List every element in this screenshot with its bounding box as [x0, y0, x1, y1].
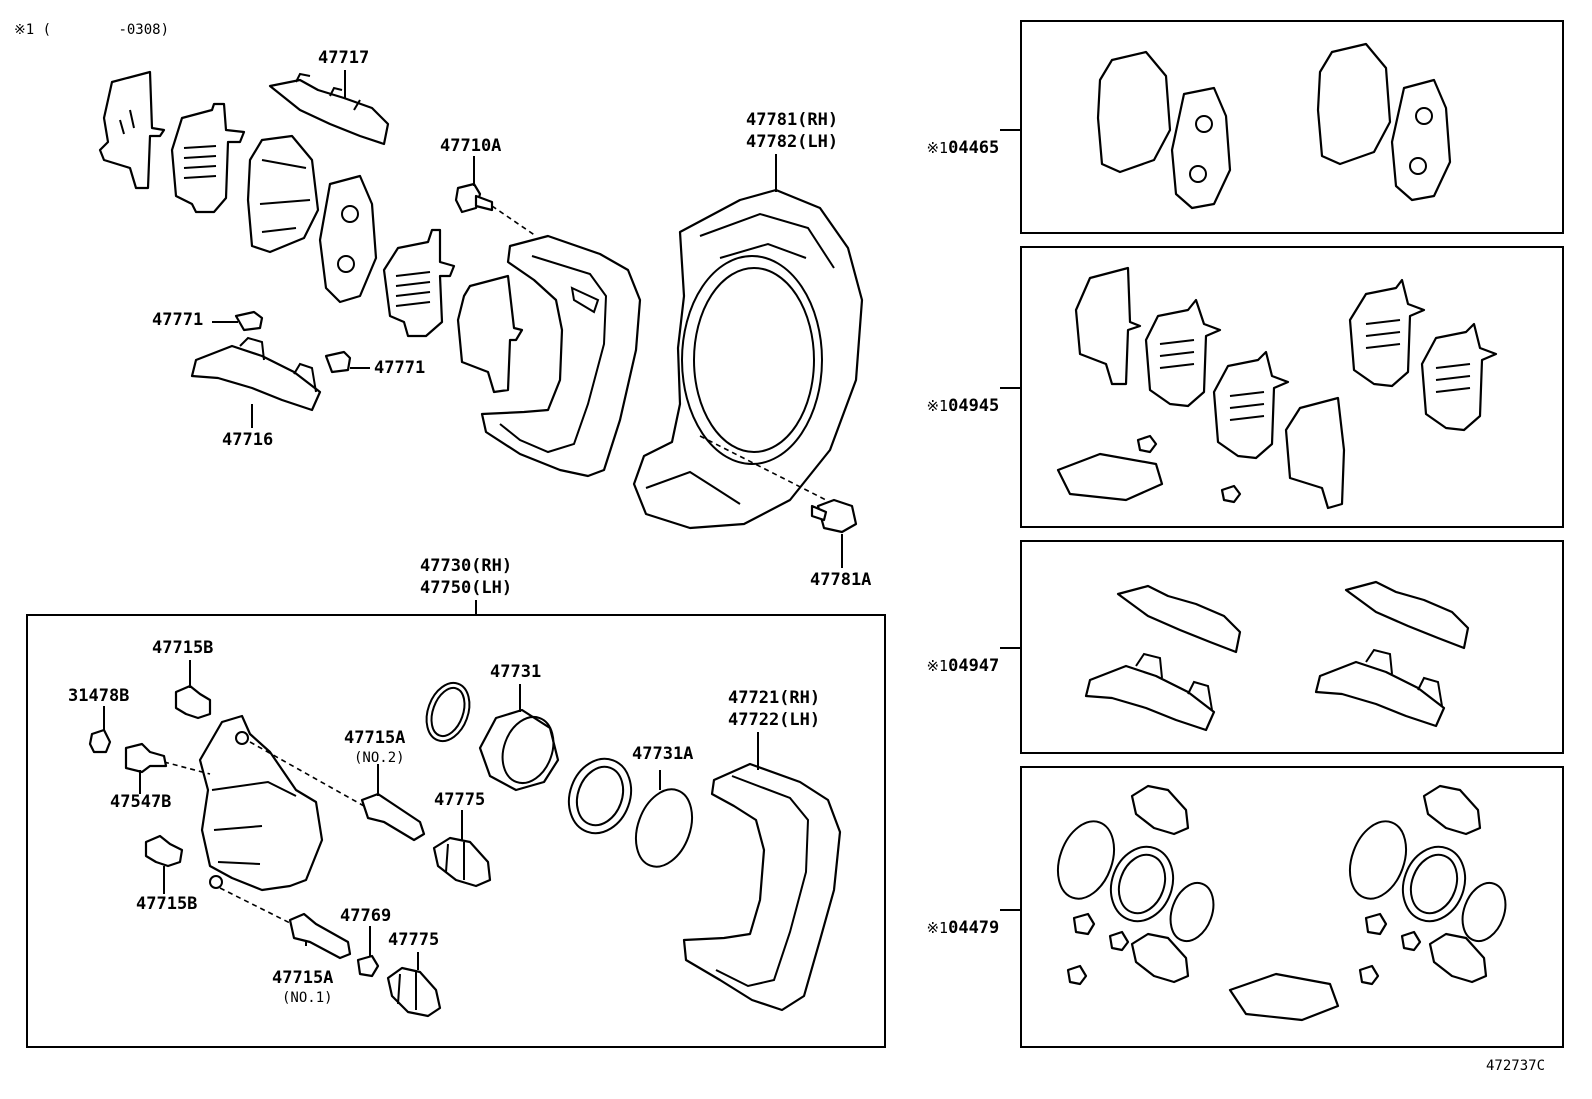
caliper-bracket-47721	[682, 762, 842, 1012]
bushing-47715B-bottom	[144, 834, 184, 868]
caliper-mounting-bracket	[480, 234, 642, 478]
label-47722-lh: 47722(LH)	[728, 710, 821, 730]
label-no1: (NO.1)	[282, 990, 333, 1006]
slide-pin-47715A-no2	[360, 792, 426, 842]
bolt-47710A	[454, 182, 537, 237]
kit-label-04465: ※104465	[906, 118, 999, 158]
pad-shim-outer-1	[98, 70, 166, 190]
label-47730-rh: 47730(RH)	[420, 556, 513, 576]
label-47715B-top: 47715B	[152, 638, 214, 658]
pad-support-plate-47716	[190, 336, 322, 412]
label-31478B: 31478B	[68, 686, 130, 706]
label-no2: (NO.2)	[354, 750, 405, 766]
label-47715A-no2: 47715A	[344, 728, 406, 748]
piston-47731	[478, 708, 560, 792]
cylinder-body	[163, 714, 365, 925]
bolt-47781A	[810, 498, 858, 534]
kit-box-04465	[1020, 20, 1564, 234]
brake-pad-2	[318, 174, 378, 304]
kit-number: 04479	[948, 918, 1000, 938]
label-47715B-bottom: 47715B	[136, 894, 198, 914]
label-47731: 47731	[490, 662, 542, 682]
caliper-assembly-box	[26, 614, 886, 1048]
label-47721-rh: 47721(RH)	[728, 688, 821, 708]
label-47782-lh: 47782(LH)	[746, 132, 839, 152]
kit-box-04945	[1020, 246, 1564, 528]
kit-number: 04947	[948, 656, 1000, 676]
kit-04947-art	[1084, 580, 1470, 732]
pad-shim-inner-1	[170, 102, 246, 214]
pad-shim-outer-2	[456, 274, 524, 394]
label-47715A-no1: 47715A	[272, 968, 334, 988]
kit-label-04947: ※104947	[906, 636, 999, 676]
label-47750-lh: 47750(LH)	[420, 578, 513, 598]
kit-mark: ※1	[926, 139, 949, 157]
label-47775-mid: 47775	[434, 790, 486, 810]
label-47781A: 47781A	[810, 570, 872, 590]
piston-boot	[567, 757, 633, 835]
bleeder-47547B	[124, 742, 168, 774]
label-47547B: 47547B	[110, 792, 172, 812]
brake-pad-1	[246, 134, 320, 254]
disc-brake-dust-cover	[632, 188, 864, 530]
piston-seal-ring	[425, 681, 471, 743]
kit-04945-art	[1056, 266, 1498, 510]
cap-47769	[356, 954, 380, 978]
kit-mark: ※1	[926, 397, 949, 415]
kit-box-04947	[1020, 540, 1564, 754]
pad-clip-2	[324, 350, 352, 374]
kit-mark: ※1	[926, 919, 949, 937]
header-note: ※1 ( -0308)	[14, 22, 170, 38]
label-47731A: 47731A	[632, 744, 694, 764]
label-47717: 47717	[318, 48, 370, 68]
label-47710A: 47710A	[440, 136, 502, 156]
pad-clip-1	[234, 310, 264, 332]
slide-pin-47715A-no1	[288, 912, 352, 960]
bushing-47715B-top	[174, 684, 212, 720]
anti-squeal-spring-47717	[268, 72, 390, 146]
kit-number: 04945	[948, 396, 1000, 416]
kit-label-04945: ※104945	[906, 376, 999, 416]
kit-box-04479	[1020, 766, 1564, 1048]
label-47769: 47769	[340, 906, 392, 926]
kit-label-04479: ※104479	[906, 898, 999, 938]
boot-47775-mid	[432, 836, 492, 888]
leader-lines	[103, 70, 1020, 970]
pad-shim-inner-2	[382, 228, 456, 338]
label-47771-left: 47771	[152, 310, 204, 330]
boot-47775-bottom	[386, 966, 442, 1018]
label-47716: 47716	[222, 430, 274, 450]
label-47771-right: 47771	[374, 358, 426, 378]
kit-number: 04465	[948, 138, 1000, 158]
label-47781-rh: 47781(RH)	[746, 110, 839, 130]
kit-04479-art	[1056, 784, 1507, 1022]
label-47775-bottom: 47775	[388, 930, 440, 950]
set-ring-47731A	[634, 788, 694, 868]
figure-id: 472737C	[1486, 1058, 1546, 1074]
kit-mark: ※1	[926, 657, 949, 675]
kit-04465-art	[1096, 42, 1452, 210]
